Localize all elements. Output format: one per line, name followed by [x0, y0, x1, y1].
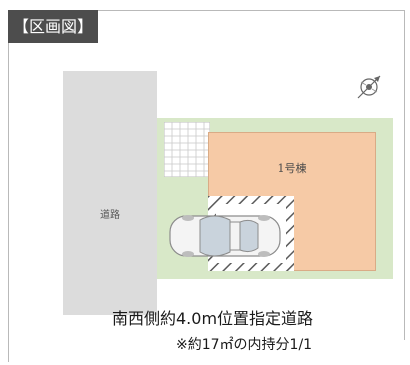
north-arrow-icon [357, 75, 381, 99]
house-label: 1号棟 [277, 162, 307, 175]
road-label: 道路 [100, 210, 120, 221]
stairs-icon [164, 122, 210, 177]
road-note: 南西側約4.0m位置指定道路 [112, 309, 314, 328]
plan-title-label: 【区画図】 [8, 10, 98, 43]
frame-border-top [8, 10, 405, 11]
road-area [63, 71, 157, 315]
car-icon [169, 215, 281, 257]
frame-border-right [404, 10, 405, 340]
frame-border-left [8, 10, 9, 362]
share-note: ※約17㎡の内持分1/1 [176, 337, 313, 353]
